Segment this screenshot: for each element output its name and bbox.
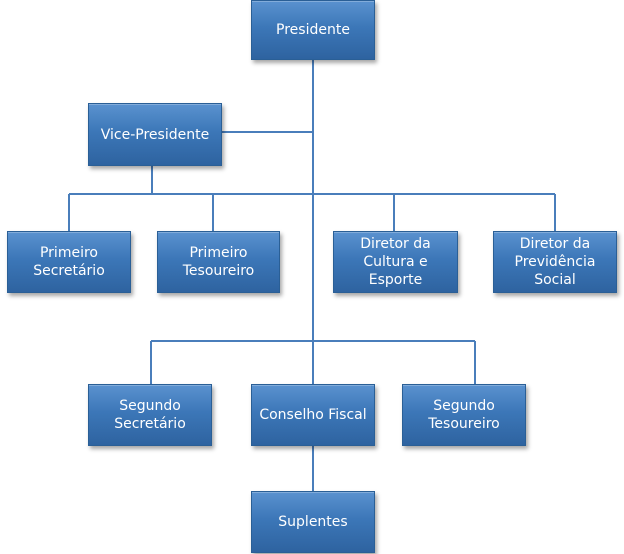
node-diretor-previdencia: Diretor da Previdência Social xyxy=(493,231,617,293)
node-suplentes: Suplentes xyxy=(251,491,375,553)
node-diretor-cultura: Diretor da Cultura e Esporte xyxy=(333,231,458,293)
node-presidente: Presidente xyxy=(251,0,375,60)
node-vice-presidente: Vice-Presidente xyxy=(88,103,222,166)
node-primeiro-tesoureiro: Primeiro Tesoureiro xyxy=(157,231,280,293)
node-primeiro-secretario: Primeiro Secretário xyxy=(7,231,131,293)
node-segundo-secretario: Segundo Secretário xyxy=(88,384,212,446)
node-conselho-fiscal: Conselho Fiscal xyxy=(251,384,375,446)
node-segundo-tesoureiro: Segundo Tesoureiro xyxy=(402,384,526,446)
